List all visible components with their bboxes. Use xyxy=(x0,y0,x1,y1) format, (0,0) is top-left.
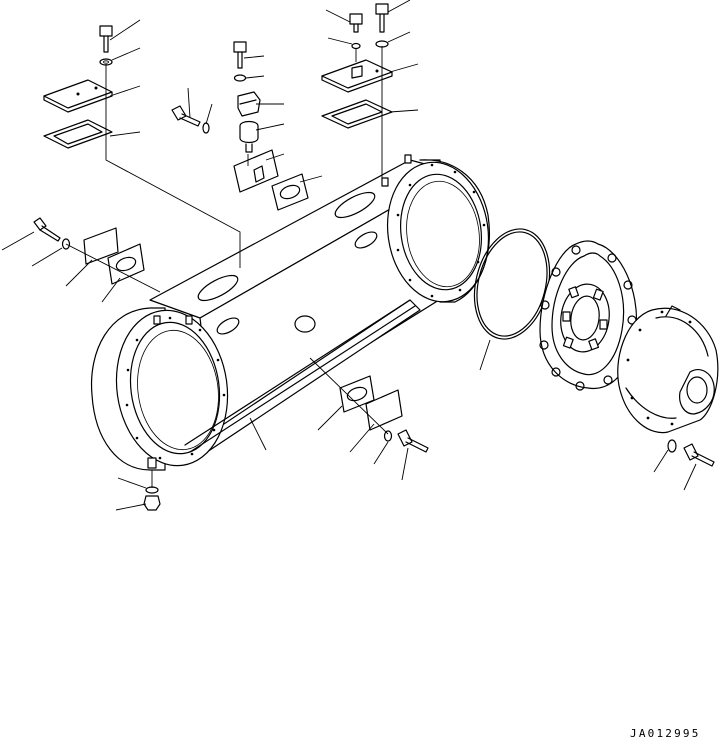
scalloped-cover xyxy=(540,241,637,390)
center-breather-assembly xyxy=(234,42,308,210)
upper-right-cover-assembly xyxy=(322,4,392,180)
lower-cover-assembly xyxy=(310,358,428,452)
housing-bolt xyxy=(668,440,714,466)
callout-leaders xyxy=(2,0,696,510)
side-bolt xyxy=(172,106,209,133)
drawing-code: JA012995 xyxy=(630,727,701,740)
final-drive-housing xyxy=(618,306,718,433)
left-side-cover-assembly xyxy=(34,218,160,292)
upper-left-cover-assembly xyxy=(44,26,240,268)
drain-plug xyxy=(144,470,160,510)
chain-case-housing xyxy=(92,155,498,473)
